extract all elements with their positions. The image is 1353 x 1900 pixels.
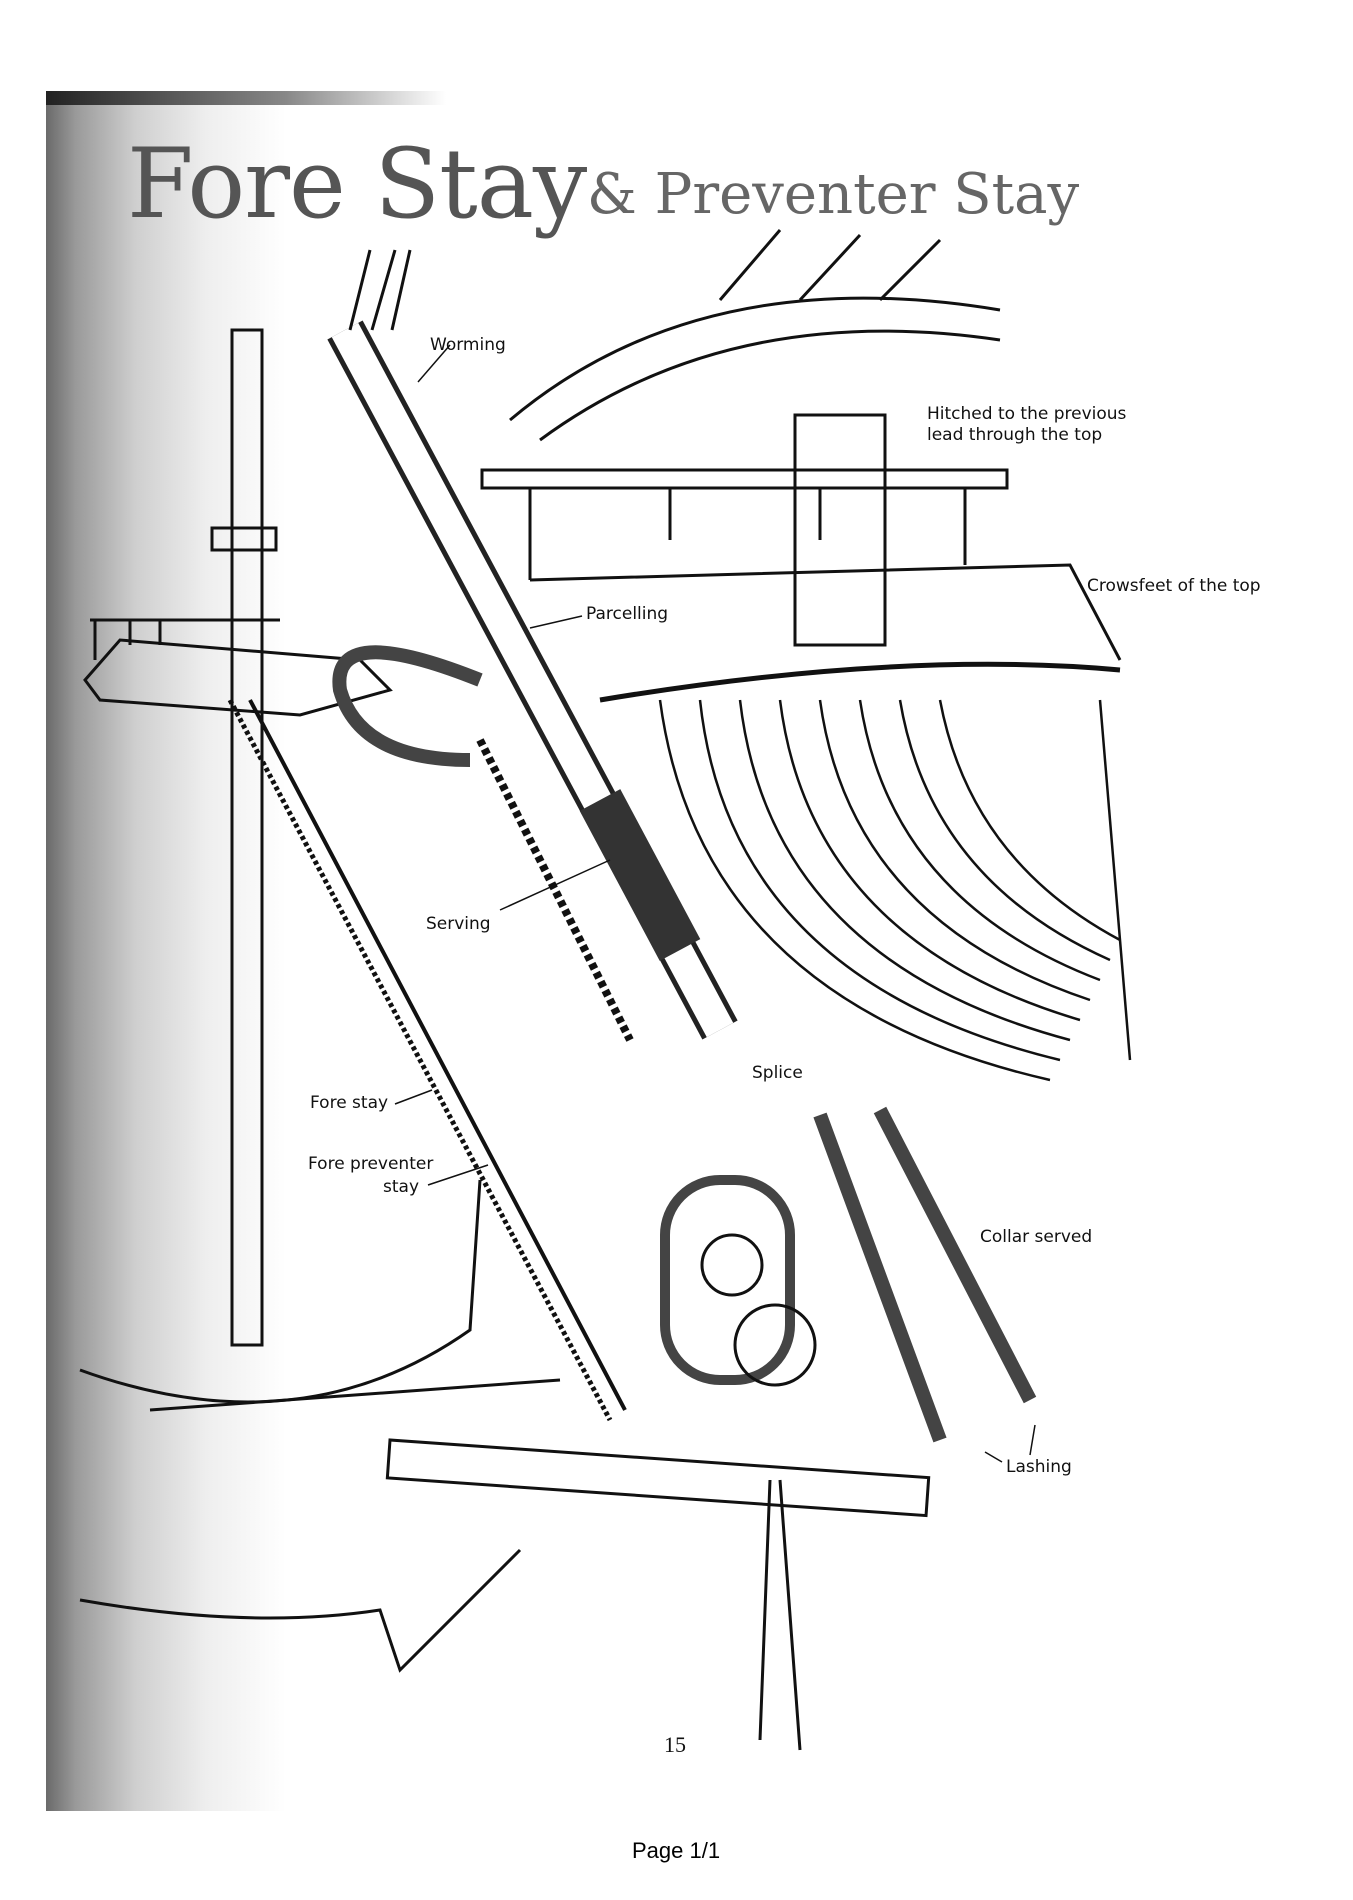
bow-hull [79, 1179, 931, 1751]
label-serving: Serving [426, 914, 491, 934]
page-number: 15 [664, 1732, 686, 1757]
page-footer: Page 1/1 [632, 1838, 721, 1863]
crowsfeet-lines [658, 699, 1132, 1082]
title-main: Fore Stay [127, 128, 587, 240]
label-leaders [394, 344, 1036, 1463]
label-worming: Worming [430, 335, 506, 355]
label-fore-preventer-2: stay [383, 1177, 420, 1197]
label-hitched-1: Hitched to the previous [927, 404, 1127, 424]
scan-edge [46, 91, 446, 105]
stay-rope [327, 249, 738, 1040]
label-fore-stay: Fore stay [310, 1093, 389, 1113]
label-crowsfeet: Crowsfeet of the top [1087, 576, 1261, 596]
label-lashing: Lashing [1006, 1457, 1072, 1477]
fore-mast [83, 328, 393, 1347]
label-collar-served: Collar served [980, 1227, 1093, 1247]
label-parcelling: Parcelling [586, 604, 669, 624]
label-fore-preventer-1: Fore preventer [308, 1154, 434, 1174]
label-splice: Splice [752, 1063, 803, 1083]
stays [227, 698, 627, 1422]
mast-top [480, 229, 1122, 703]
label-hitched-2: lead through the top [927, 425, 1103, 445]
title-sub: & Preventer Stay [587, 162, 1080, 227]
heart-collar [332, 645, 1037, 1443]
